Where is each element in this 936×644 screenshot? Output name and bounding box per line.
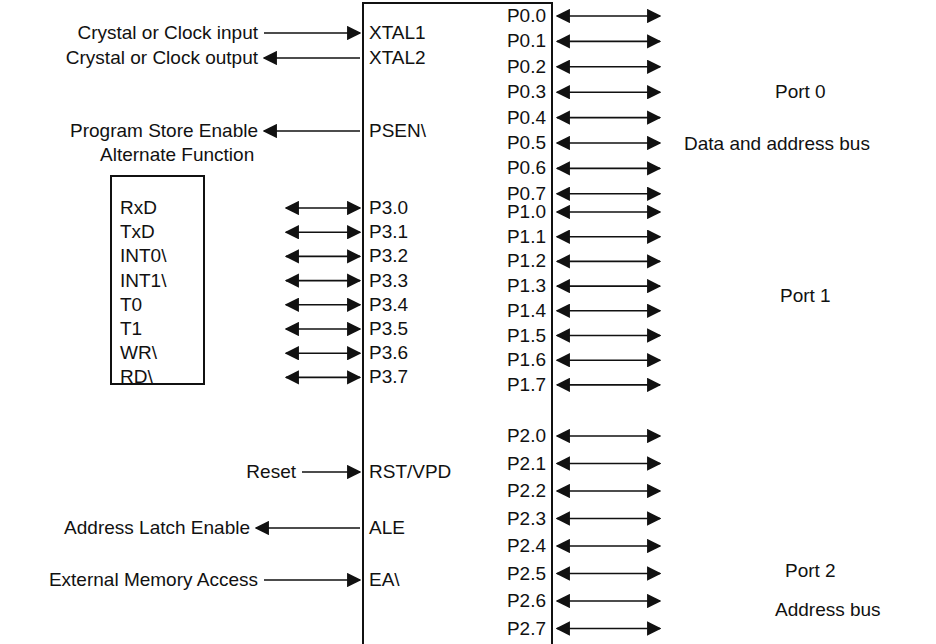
pin-arrow [286, 352, 360, 354]
pin-arrow [557, 91, 660, 93]
pin-arrow [286, 256, 360, 258]
pin-arrow [286, 304, 360, 306]
pin-arrow [557, 168, 660, 170]
pin-name: XTAL1 [369, 22, 426, 44]
signal-label: Port 2 [785, 560, 836, 582]
signal-label: Crystal or Clock output [66, 47, 258, 69]
signal-label: Port 0 [775, 81, 826, 103]
pin-name: PSEN\ [369, 120, 426, 142]
pin-name: P3.1 [369, 221, 408, 243]
pin-name: P2.2 [507, 480, 546, 502]
pin-arrow [557, 573, 660, 575]
pin-name: P1.6 [507, 349, 546, 371]
signal-label: Address bus [775, 599, 881, 621]
pin-name: P1.3 [507, 275, 546, 297]
pin-name: P1.0 [507, 201, 546, 223]
pin-name: P1.5 [507, 325, 546, 347]
pin-arrow [264, 57, 360, 59]
pin-arrow [256, 527, 360, 529]
pin-arrow [264, 579, 360, 581]
signal-label: Reset [246, 461, 296, 483]
pin-name: P0.5 [507, 132, 546, 154]
alternate-function-name: T0 [120, 294, 142, 316]
signal-label: External Memory Access [49, 569, 258, 591]
pin-arrow [557, 384, 660, 386]
pin-name: P0.0 [507, 5, 546, 27]
pin-arrow [557, 15, 660, 17]
pin-arrow [557, 359, 660, 361]
pin-arrow [557, 211, 660, 213]
pin-name: P1.7 [507, 374, 546, 396]
pin-name: P2.6 [507, 590, 546, 612]
pin-name: P3.7 [369, 366, 408, 388]
alternate-function-name: INT0\ [120, 245, 166, 267]
pin-arrow [264, 32, 360, 34]
pin-name: P2.7 [507, 618, 546, 640]
pin-arrow [286, 231, 360, 233]
pin-arrow [286, 328, 360, 330]
pin-name: P1.2 [507, 250, 546, 272]
alternate-function-name: RD\ [120, 366, 153, 388]
pin-arrow [557, 463, 660, 465]
pin-name: P0.3 [507, 81, 546, 103]
alternate-function-name: RxD [120, 197, 157, 219]
pin-name: P2.5 [507, 563, 546, 585]
pin-arrow [264, 130, 360, 132]
pin-arrow [557, 435, 660, 437]
pin-name: P1.1 [507, 226, 546, 248]
pin-arrow [557, 545, 660, 547]
pin-arrow [286, 207, 360, 209]
pin-name: P2.0 [507, 425, 546, 447]
pin-arrow [286, 377, 360, 379]
signal-label: Crystal or Clock input [77, 22, 258, 44]
alternate-function-name: TxD [120, 221, 155, 243]
pin-name: P3.3 [369, 270, 408, 292]
pin-name: P3.0 [369, 197, 408, 219]
ic-chip-body: XTAL1XTAL2PSEN\P3.0P3.1P3.2P3.3P3.4P3.5P… [362, 2, 553, 644]
pin-name: P1.4 [507, 300, 546, 322]
pin-arrow [557, 490, 660, 492]
pin-arrow [557, 261, 660, 263]
pin-arrow [557, 335, 660, 337]
pin-name: XTAL2 [369, 47, 426, 69]
pin-name: P0.4 [507, 107, 546, 129]
signal-label: Port 1 [780, 285, 831, 307]
pin-name: P0.6 [507, 157, 546, 179]
signal-label: Program Store Enable [70, 120, 258, 142]
box-heading: Alternate Function [100, 144, 254, 166]
signal-label: Data and address bus [684, 133, 870, 155]
alternate-function-name: T1 [120, 318, 142, 340]
pin-name: P3.2 [369, 245, 408, 267]
pin-arrow [302, 471, 360, 473]
pin-arrow [557, 236, 660, 238]
pin-name: P3.6 [369, 342, 408, 364]
pin-arrow [557, 193, 660, 195]
pin-name: RST/VPD [369, 461, 451, 483]
pin-name: ALE [369, 517, 405, 539]
pin-name: P0.1 [507, 30, 546, 52]
signal-label: Address Latch Enable [64, 517, 250, 539]
pin-name: P2.4 [507, 535, 546, 557]
pin-arrow [286, 280, 360, 282]
pin-name: P2.1 [507, 453, 546, 475]
pin-arrow [557, 117, 660, 119]
pin-arrow [557, 518, 660, 520]
pin-name: P2.3 [507, 508, 546, 530]
pin-arrow [557, 66, 660, 68]
alternate-function-name: INT1\ [120, 270, 166, 292]
pin-arrow [557, 41, 660, 43]
alternate-function-name: WR\ [120, 342, 157, 364]
pin-name: EA\ [369, 569, 400, 591]
pin-arrow [557, 142, 660, 144]
pin-name: P0.2 [507, 56, 546, 78]
alternate-function-box: Alternate FunctionRxDTxDINT0\INT1\T0T1WR… [110, 175, 205, 385]
pin-name: P3.5 [369, 318, 408, 340]
pin-arrow [557, 628, 660, 630]
pin-arrow [557, 310, 660, 312]
pin-arrow [557, 600, 660, 602]
pin-arrow [557, 285, 660, 287]
pin-name: P3.4 [369, 294, 408, 316]
